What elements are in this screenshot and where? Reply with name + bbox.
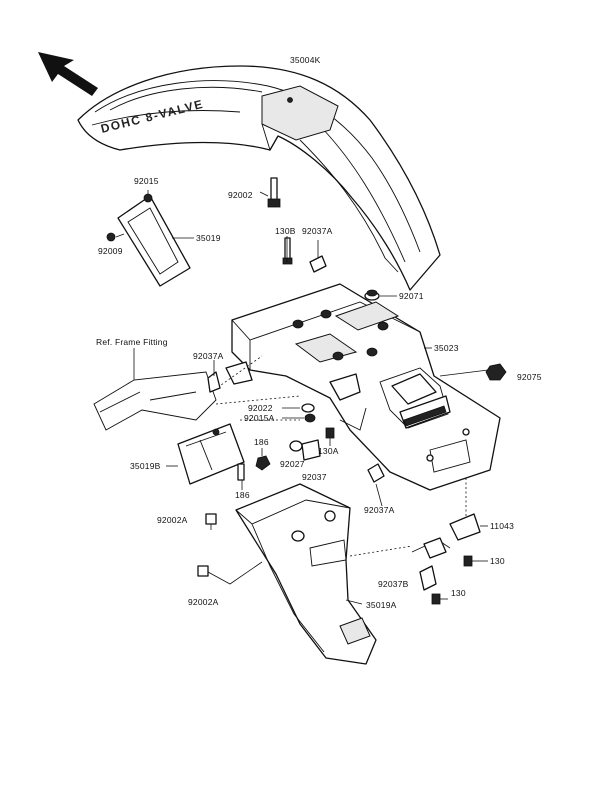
label-92002A-bottom: 92002A	[188, 597, 219, 607]
label-130-bottom: 130	[451, 588, 466, 598]
label-92037A-top: 92037A	[302, 226, 333, 236]
label-92071: 92071	[399, 291, 424, 301]
grommet-92037A-top	[309, 240, 327, 273]
grommet-92037A-left	[207, 360, 221, 393]
label-92075: 92075	[517, 372, 542, 382]
label-130A: 130A	[318, 446, 339, 456]
label-186-top: 186	[254, 437, 269, 447]
rear-mudguard-35019A	[235, 483, 377, 665]
label-35004K: 35004K	[290, 55, 321, 65]
label-35023: 35023	[434, 343, 459, 353]
bolt-92002A-bottom	[197, 561, 263, 585]
rear-fender-35023	[225, 283, 501, 491]
grommet-92071	[364, 289, 397, 301]
label-130B: 130B	[275, 226, 296, 236]
front-direction-arrow-icon	[38, 52, 98, 96]
label-92015A: 92015A	[244, 413, 275, 423]
hardware-92022-92015A	[282, 403, 316, 423]
bolt-130B	[282, 236, 293, 265]
label-186-bottom: 186	[235, 490, 250, 500]
nut-92075	[439, 363, 507, 381]
label-92037: 92037	[302, 472, 327, 482]
grommet-92027	[289, 439, 321, 461]
label-92015: 92015	[134, 176, 159, 186]
reference-note: Ref. Frame Fitting	[96, 337, 168, 347]
bolt-130-bottom	[431, 593, 448, 605]
bolt-92002A-top	[205, 513, 217, 530]
label-92027: 92027	[280, 459, 305, 469]
label-92009: 92009	[98, 246, 123, 256]
label-92037A-middle: 92037A	[364, 505, 395, 515]
bracket-35019	[106, 190, 194, 287]
label-35019A: 35019A	[366, 600, 397, 610]
label-35019B: 35019B	[130, 461, 161, 471]
label-35019: 35019	[196, 233, 221, 243]
bolt-92002	[259, 177, 281, 208]
bracket-11043	[349, 478, 488, 559]
frame-fitting-reference	[93, 348, 301, 431]
label-92002: 92002	[228, 190, 253, 200]
bolt-186-top	[255, 448, 271, 471]
label-92022: 92022	[248, 403, 273, 413]
label-92037A-left: 92037A	[193, 351, 224, 361]
label-92002A-top: 92002A	[157, 515, 188, 525]
bolt-130-top	[463, 555, 488, 567]
grommet-92037B	[419, 565, 437, 591]
grommet-92037A-middle	[367, 463, 385, 507]
front-fender: DOHC 8-VALVE	[77, 65, 441, 291]
label-130-top: 130	[490, 556, 505, 566]
bracket-35019B	[166, 423, 245, 485]
label-11043: 11043	[490, 521, 515, 531]
bolt-186-bottom	[237, 463, 245, 490]
bolt-130A	[325, 427, 335, 446]
label-92037B: 92037B	[378, 579, 409, 589]
